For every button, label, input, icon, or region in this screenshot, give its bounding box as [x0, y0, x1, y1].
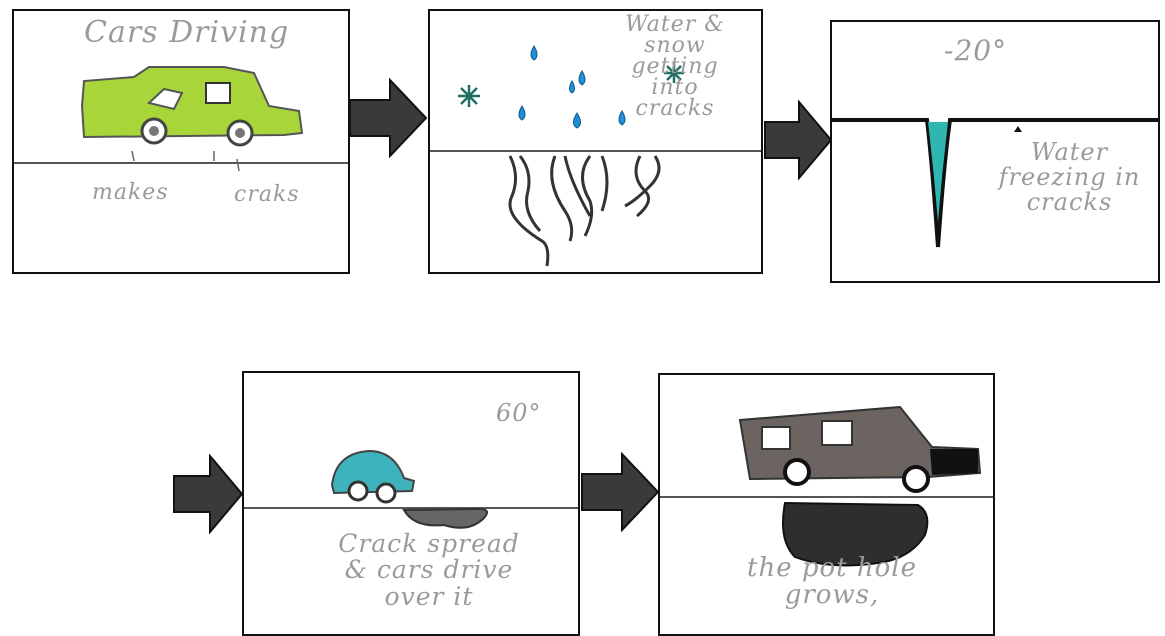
caption-water-freezing: Water freezing in cracks [982, 140, 1157, 216]
panel-cars-driving: Cars Driving makes craks [12, 9, 350, 274]
crack-icon [510, 156, 659, 266]
arrow-right-icon [763, 100, 833, 180]
caption-pothole-grows: the pot hole grows, [692, 555, 972, 610]
car-icon [332, 451, 414, 502]
panel-water-freezing: -20° Water freezing in cracks [830, 20, 1160, 283]
caption-makes: makes [92, 181, 169, 204]
arrow-right-icon [348, 78, 428, 158]
panel-water-snow: Water & snow getting into cracks [428, 9, 763, 274]
caption-temperature-60: 60° [496, 401, 542, 426]
car-icon [740, 407, 980, 491]
caption-temperature-minus-20: -20° [944, 36, 1007, 65]
arrow-right-icon [172, 454, 244, 534]
caption-cars-driving: Cars Driving [84, 17, 289, 49]
pothole-icon [404, 509, 487, 528]
caption-crack-spread: Crack spread & cars drive over it [294, 531, 564, 610]
arrow-right-icon [580, 452, 660, 532]
caption-water-snow: Water & snow getting into cracks [600, 15, 750, 119]
caption-craks: craks [234, 183, 300, 206]
panel-crack-spread: 60° Crack spread & cars drive over it [242, 371, 580, 636]
panel-pothole-grows: the pot hole grows, [658, 373, 995, 636]
car-icon [14, 11, 350, 274]
